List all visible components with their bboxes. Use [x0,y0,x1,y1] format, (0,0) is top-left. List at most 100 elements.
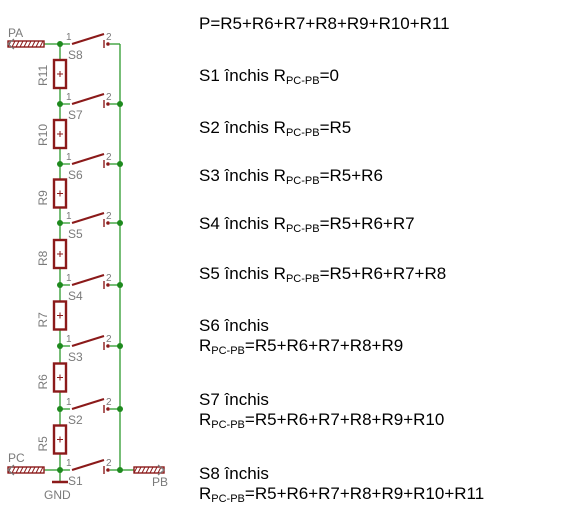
connector-hatch [133,466,138,474]
switch-state: S6 închis [199,316,269,335]
switch-contact [106,102,110,106]
switch-pin-2: 2 [106,32,112,43]
switch-label: S3 [68,350,83,364]
connector-hatch [137,466,142,474]
switch-state: S1 închis [199,66,269,85]
resistor-label: R6 [36,374,50,390]
junction-dot [117,161,123,167]
switch-pin-2: 2 [106,152,112,163]
connector-hatch [31,40,36,48]
junction-dot [57,406,63,412]
port-pc-connector [7,464,45,476]
switch-state: S2 închis [199,118,269,137]
resistor-label: R8 [36,250,50,266]
connector-arrow [157,464,165,476]
switch-blade [71,211,105,225]
resistance-symbol: R [273,66,286,85]
junction-dot [117,101,123,107]
port-pb-connector [133,464,165,476]
resistance-subscript: PC-PB [285,273,320,285]
switch-contact [106,344,110,348]
junction-dot [57,343,63,349]
connector-hatch [11,40,16,48]
switch-pin-2: 2 [106,211,112,222]
switch-blade [71,334,105,348]
switch-pin-2: 2 [106,334,112,345]
equation-s2: S2 închis RPC-PB=R5 [199,118,351,143]
switch-state: S3 închis [199,166,269,185]
equation-s4: S4 închis RPC-PB=R5+R6+R7 [199,214,415,239]
switch-label: S2 [68,413,83,427]
switch-pin-2: 2 [106,397,112,408]
resistance-subscript: PC-PB [285,223,320,235]
resistance-expression: =R5+R6+R7+R8 [319,264,447,283]
switch-pin-1: 1 [66,458,72,469]
junction-dot [57,161,63,167]
port-label-pb: PB [152,475,168,489]
switch-state: S8 închis [199,464,269,483]
components [7,32,165,484]
switch-pin-1: 1 [66,334,72,345]
switch-pin-1: 1 [66,273,72,284]
switch-label: S6 [68,168,83,182]
connector-hatch [31,466,36,474]
resistance-subscript: PC-PB [211,345,245,357]
switch-blade [71,397,105,411]
switch-blade [71,92,105,106]
junction-dot [117,282,123,288]
resistance-symbol: R [273,166,286,185]
equation-s1: S1 închis RPC-PB=0 [199,66,339,91]
junctions [57,41,123,473]
connector-hatch [39,466,44,474]
connector-hatch [35,40,40,48]
junction-dot [57,282,63,288]
switch-pin-1: 1 [66,152,72,163]
resistor-label: R7 [36,312,50,328]
equation-s5: S5 închis RPC-PB=R5+R6+R7+R8 [199,264,446,289]
resistance-symbol: R [199,336,212,355]
connector-hatch [141,466,146,474]
switch-state: S5 închis [199,264,269,283]
switch-label: S7 [68,108,83,122]
port-label-pa: PA [8,26,23,40]
resistor-label: R5 [36,436,50,452]
switch-blade [71,273,105,287]
resistor-label: R9 [36,190,50,206]
connector-hatch [19,40,24,48]
connector-hatch [15,466,20,474]
switch-pin-1: 1 [66,397,72,408]
connector-arrow [7,464,15,476]
junction-dot [117,406,123,412]
junction-dot [57,41,63,47]
switch-contact [106,162,110,166]
junction-dot [117,343,123,349]
connector-hatch [15,40,20,48]
connector-hatch [19,466,24,474]
resistance-expression: =R5+R6+R7 [319,214,415,233]
switch-blade [71,458,105,472]
port-label-gnd: GND [44,488,71,502]
resistance-subscript: PC-PB [211,419,245,431]
switch-contact [106,221,110,225]
connector-hatch [23,40,28,48]
resistance-symbol: R [199,410,212,429]
resistance-subscript: PC-PB [285,175,320,187]
resistor-label: R10 [36,124,50,146]
switch-blade [71,152,105,166]
resistance-expression: =R5 [319,118,352,137]
connector-hatch [39,40,44,48]
resistance-symbol: R [199,484,212,503]
switch-blade [71,32,105,46]
resistance-symbol: R [273,214,286,233]
port-pa-connector [7,38,45,50]
switch-contact [106,42,110,46]
resistance-expression: =R5+R6+R7+R8+R9+R10+R11 [244,484,485,503]
connector-hatch [35,466,40,474]
connector-hatch [145,466,150,474]
connector-hatch [11,466,16,474]
